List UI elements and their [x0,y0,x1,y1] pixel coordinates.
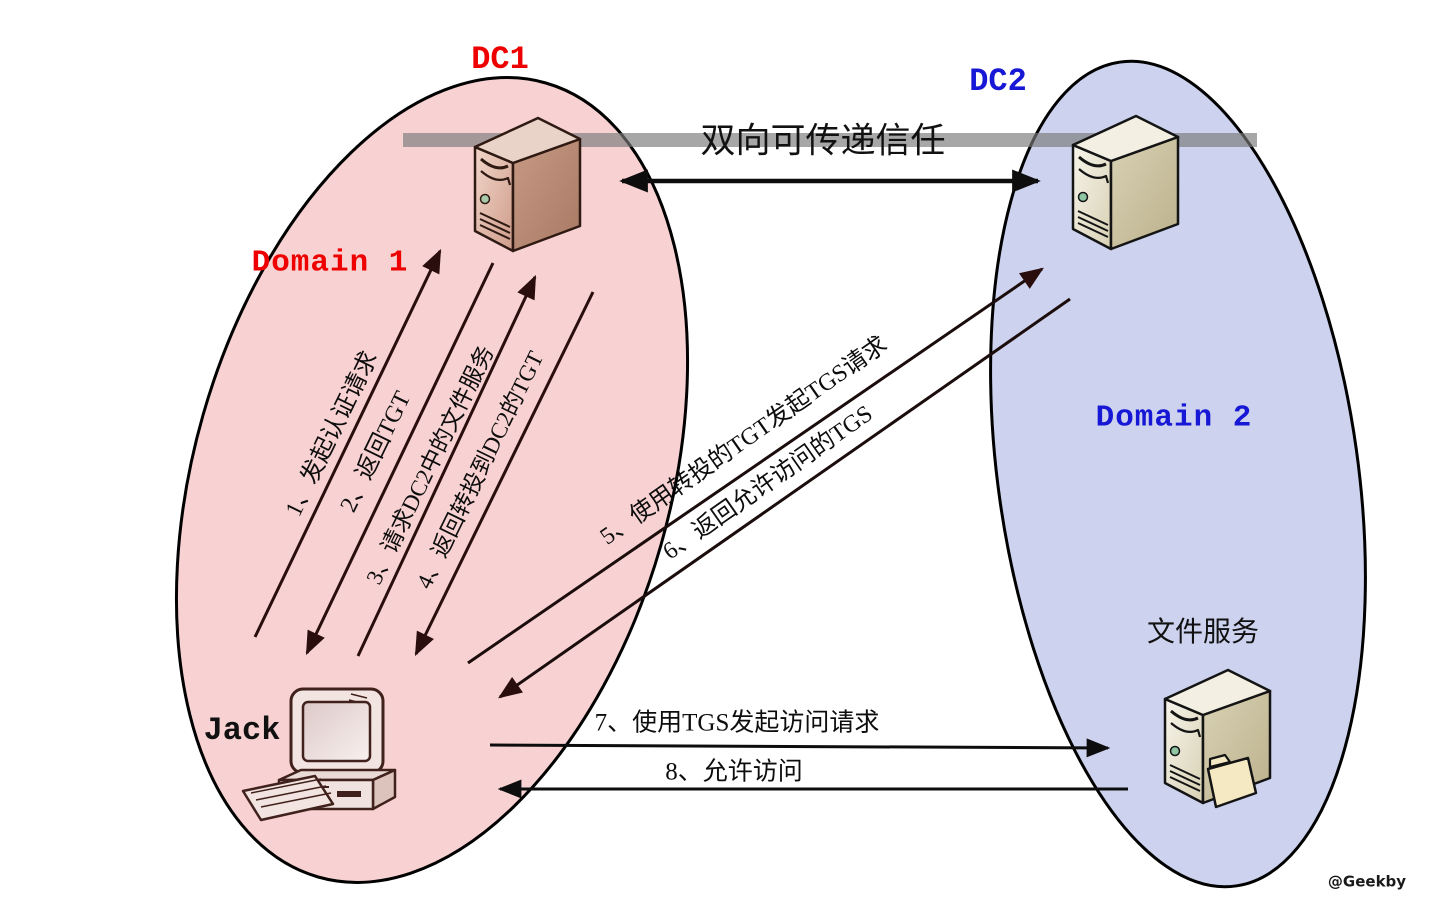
flow-arrow-4 [414,291,595,657]
watermark: @Geekby [1327,872,1407,891]
client-computer-icon [241,687,397,822]
trust-label: 双向可传递信任 [700,121,946,161]
domain2-label: Domain 2 [1095,400,1253,436]
dc1-label: DC1 [471,41,529,78]
domain1-ellipse [174,76,690,884]
trust-bar [403,133,1257,147]
file-server-icon [1163,668,1272,809]
flow-arrow-1 [253,248,442,638]
jack-label: Jack [203,712,281,749]
dc2-server-icon [1071,114,1180,251]
flow-arrow-3 [356,274,537,657]
file-service-label: 文件服务 [1146,617,1260,648]
flow-arrow-7 [489,738,1111,758]
dc2-label: DC2 [969,63,1027,100]
flow-arrow-6 [498,297,1071,699]
flow-label-7: 7、使用TGS发起访问请求 [594,709,880,737]
flow-label-8: 8、允许访问 [665,758,803,786]
flow-arrow-2 [305,262,495,656]
dc1-server-icon [473,116,582,253]
domain2-ellipse [989,59,1367,889]
folder-icon [1206,753,1258,809]
domain1-label: Domain 1 [251,245,409,281]
flow-arrow-5 [467,267,1044,665]
